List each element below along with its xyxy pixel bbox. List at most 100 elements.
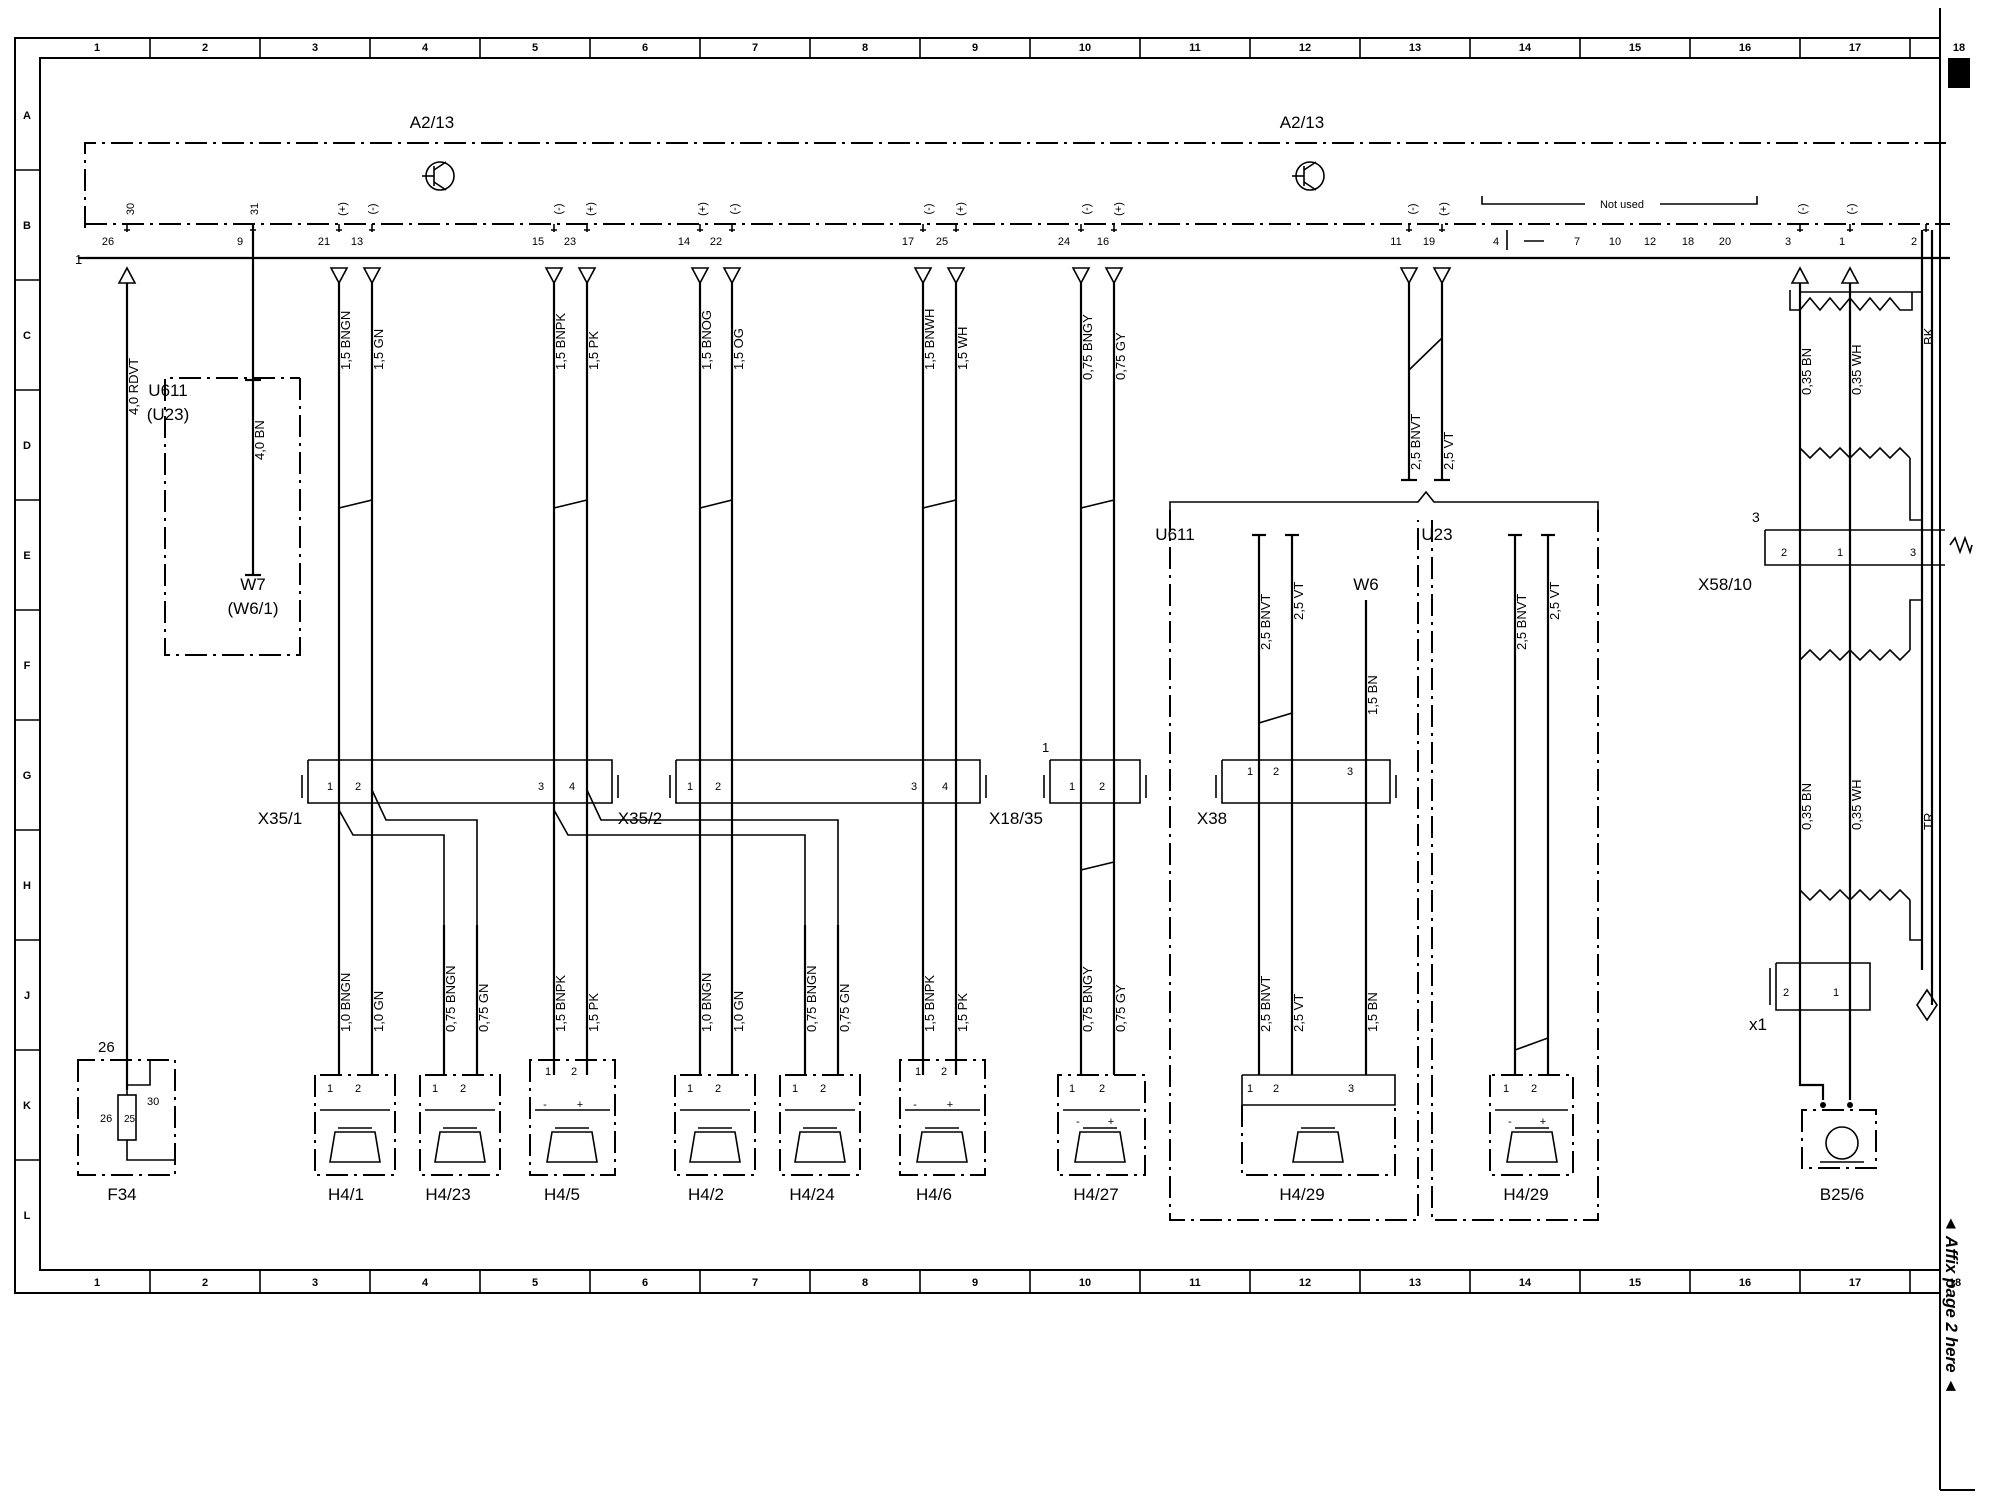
speaker-h4-5: 1 2 - + H4/5 — [529, 1059, 616, 1204]
connector-arrows — [117, 266, 1860, 285]
pin-number: 9 — [237, 236, 243, 248]
wire-label: 1,0 GN — [731, 991, 746, 1032]
connector-x58-10: 3 2 1 3 X58/10 — [1698, 509, 1973, 594]
w7-alt-label: (W6/1) — [228, 599, 279, 618]
speaker-h4-2: 1 2 H4/2 — [674, 1074, 756, 1204]
row-letter: B — [23, 220, 31, 232]
pin-number: 12 — [1644, 236, 1656, 248]
wire-label: 1,5 GN — [371, 329, 386, 370]
pin-number: 2 — [1781, 547, 1787, 559]
speaker-h4-6: 1 2 - + H4/6 — [899, 1059, 986, 1204]
row-dividers — [15, 169, 40, 1161]
pin-number: 1 — [1839, 236, 1845, 248]
w6-label: W6 — [1353, 575, 1379, 594]
pin-number: 1 — [1247, 1083, 1253, 1095]
u611-box-label: U611 — [148, 381, 187, 400]
pin-number: 1 — [1069, 781, 1075, 793]
pin-sign: (-) — [923, 204, 935, 215]
wire-label: 1,5 BNOG — [699, 310, 714, 370]
row-letter: L — [24, 1210, 31, 1222]
pin-number: 2 — [571, 1066, 577, 1078]
f34-pin-label: 26 — [98, 1039, 115, 1056]
wire-label: 1,0 BNGN — [699, 973, 714, 1032]
pin-number: 2 — [941, 1066, 947, 1078]
wire-label: 1,5 PK — [586, 993, 601, 1032]
pin-number: 14 — [678, 236, 690, 248]
pin-number: 1 — [687, 781, 693, 793]
col-num: 3 — [312, 42, 318, 54]
speaker-icon — [1074, 1131, 1126, 1163]
wire-label: 0,35 BN — [1799, 783, 1814, 830]
pin-number: 7 — [1574, 236, 1580, 248]
pin-number: 3 — [1347, 766, 1353, 778]
wire-label: 0,75 BNGY — [1080, 314, 1095, 380]
wire-label: TR — [1921, 813, 1936, 830]
pin-sign: 31 — [249, 203, 261, 215]
pin-number: 20 — [1719, 236, 1731, 248]
pin-sign: (-) — [1846, 204, 1858, 215]
pin-number: 1 — [1833, 987, 1839, 999]
wire-labels-mid: 2,5 BNVT 2,5 VT 1,5 BN 2,5 BNVT 2,5 VT 0… — [1258, 582, 1936, 830]
pin-sign: (-) — [729, 204, 741, 215]
speaker-label: H4/1 — [328, 1185, 364, 1204]
speaker-icon — [916, 1131, 968, 1163]
pin-number: 24 — [1058, 236, 1070, 248]
x35-2-label: X35/2 — [618, 809, 662, 828]
col-num: 12 — [1299, 1277, 1311, 1289]
speaker-icon — [434, 1131, 486, 1163]
pin-sign: (+) — [585, 202, 597, 216]
col-num: 16 — [1739, 1277, 1751, 1289]
row-letter: A — [23, 110, 31, 122]
column-numbers-bottom: 1 2 3 4 5 6 7 8 9 10 11 12 13 14 15 16 1… — [94, 1277, 1961, 1289]
polarity-label: + — [1540, 1116, 1546, 1128]
wire-label: 4,0 RDVT — [126, 358, 141, 415]
speaker-icon — [329, 1131, 381, 1163]
pin-number: 1 — [792, 1083, 798, 1095]
page-number: 18 — [1953, 42, 1965, 54]
wire-label: 0,35 WH — [1849, 344, 1864, 395]
connector-x38: 1 2 3 X38 — [1197, 759, 1397, 828]
pin-number: 2 — [355, 781, 361, 793]
pin-sign: (+) — [1113, 202, 1125, 216]
pin-number: 2 — [1099, 1083, 1105, 1095]
pin-sign: (-) — [1407, 204, 1419, 215]
pin-sign: (-) — [1797, 204, 1809, 215]
inner-boxes: U611 (U23) W7 (W6/1) U611 U23 W6 — [147, 377, 1599, 1221]
col-num: 13 — [1409, 1277, 1421, 1289]
speaker-label: H4/23 — [425, 1185, 470, 1204]
speaker-h4-27: 1 2 - + H4/27 — [1057, 1074, 1146, 1204]
pin-number: 2 — [460, 1083, 466, 1095]
module-pin-terminals — [124, 224, 1929, 232]
speaker-h4-24: 1 2 H4/24 — [779, 1074, 861, 1204]
u611-box-alt-label: (U23) — [147, 405, 190, 424]
pin-one-label: 1 — [75, 252, 82, 267]
pin-number: 2 — [820, 1083, 826, 1095]
col-num: 2 — [202, 1277, 208, 1289]
wire-label: 0,35 BN — [1799, 348, 1814, 395]
pin-number: 1 — [432, 1083, 438, 1095]
pin-number: 4 — [569, 781, 575, 793]
x1-label: x1 — [1749, 1015, 1767, 1034]
speaker-label: H4/24 — [789, 1185, 834, 1204]
speaker-label: H4/6 — [916, 1185, 952, 1204]
f34-inner-label: 30 — [147, 1096, 159, 1108]
speaker-label: H4/29 — [1503, 1185, 1548, 1204]
wire-label: 1,0 BNGN — [338, 973, 353, 1032]
polarity-label: - — [913, 1099, 917, 1111]
col-num: 8 — [862, 42, 868, 54]
col-num: 6 — [642, 1277, 648, 1289]
col-num: 3 — [312, 1277, 318, 1289]
pin-sign: (-) — [1081, 204, 1093, 215]
wire-label: 1,5 OG — [731, 328, 746, 370]
pin-number: 17 — [902, 236, 914, 248]
pin-sign: (+) — [337, 202, 349, 216]
module-pins: 26 9 21 13 15 23 14 22 17 25 24 16 11 19… — [102, 202, 1917, 248]
not-used-bracket: Not used — [1481, 196, 1758, 250]
resistor-icon — [1949, 535, 1973, 555]
pin-number: 26 — [102, 236, 114, 248]
row-letter: K — [23, 1100, 31, 1112]
pin-number: 2 — [1531, 1083, 1537, 1095]
speaker-h4-23: 1 2 H4/23 — [419, 1074, 501, 1204]
pin-sign: (-) — [553, 204, 565, 215]
